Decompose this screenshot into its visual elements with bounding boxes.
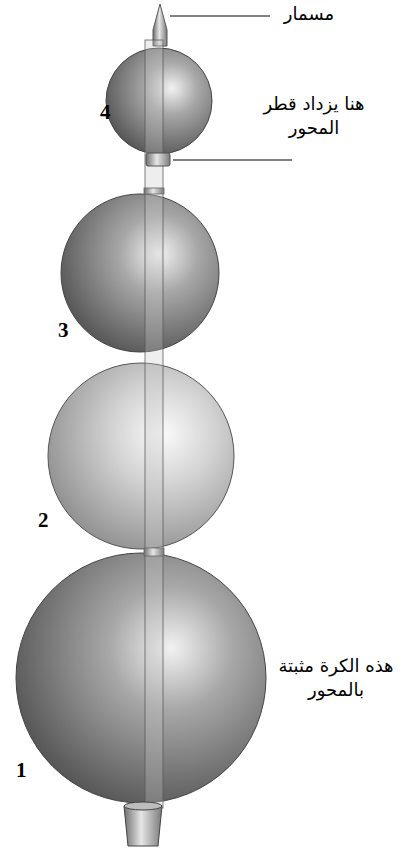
callout-note: هنا يزداد قطر المحور bbox=[244, 92, 384, 141]
part-label: مسمار bbox=[274, 2, 344, 26]
base-cap bbox=[124, 806, 162, 846]
axis-collar bbox=[146, 153, 170, 166]
axis-joint bbox=[144, 548, 164, 556]
leader-line bbox=[173, 160, 292, 161]
axis-joint bbox=[144, 188, 164, 194]
callout-number: 3 bbox=[58, 316, 78, 344]
callout-number: 4 bbox=[100, 98, 120, 126]
callout-number: 2 bbox=[38, 506, 58, 534]
callout-number: 1 bbox=[16, 756, 36, 784]
base-cap-top bbox=[124, 802, 162, 810]
leader-line bbox=[170, 16, 270, 17]
sphere bbox=[16, 553, 266, 803]
callout-note: هذه الكرة مثبتة بالمحور bbox=[262, 654, 410, 703]
sphere bbox=[61, 194, 219, 352]
sphere bbox=[48, 363, 234, 549]
